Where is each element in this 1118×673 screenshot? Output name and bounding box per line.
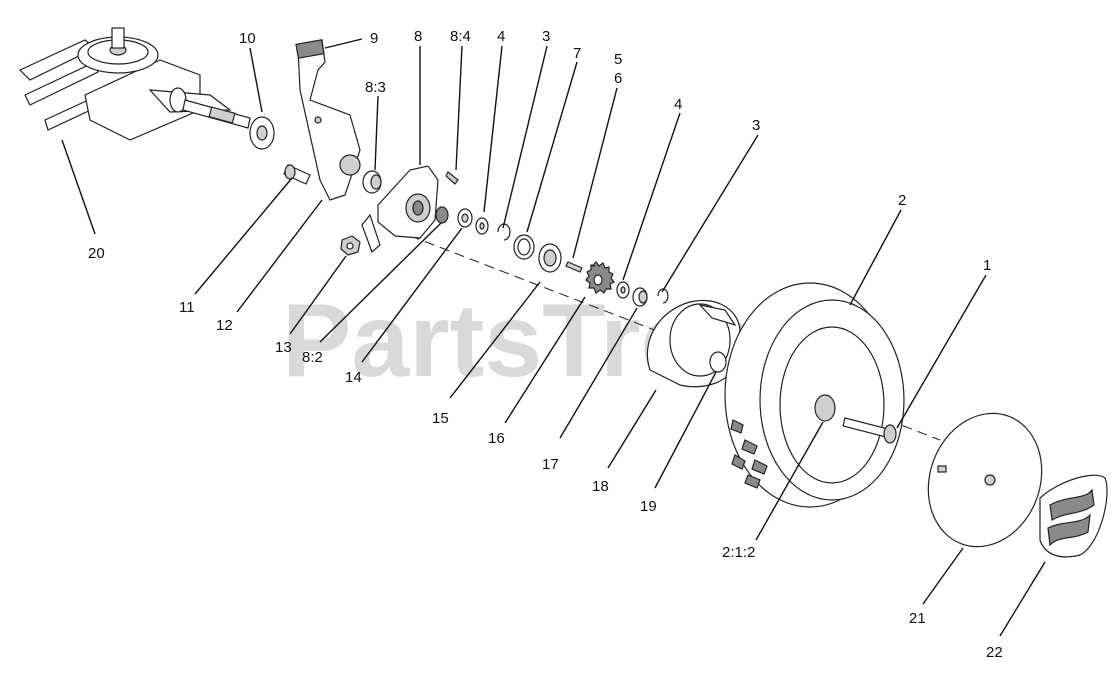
- part-2-wheel: [724, 282, 905, 508]
- part-14-washer: [457, 208, 473, 228]
- callout-6: 6: [614, 70, 622, 87]
- part-18-19-gear-cover: [646, 299, 741, 388]
- callout-1: 1: [983, 257, 991, 274]
- callout-20: 20: [88, 245, 105, 262]
- callout-16: 16: [488, 430, 505, 447]
- part-3-clip: [497, 223, 511, 241]
- callout-9: 9: [370, 30, 378, 47]
- callout-14: 14: [345, 369, 362, 386]
- part-4-washer-b: [616, 281, 630, 299]
- part-21-hubcap: [927, 412, 1043, 548]
- callout-18: 18: [592, 478, 609, 495]
- leader-lines: [61, 38, 1046, 637]
- callout-22: 22: [986, 644, 1003, 661]
- part-7-ring: [513, 234, 535, 260]
- callout-5: 5: [614, 51, 622, 68]
- part-3-clip-b: [657, 288, 669, 304]
- part-5-6-pin: [565, 261, 583, 273]
- part-8-height-adjuster: [361, 165, 439, 254]
- part-15-gear-cup: [538, 243, 562, 273]
- part-10-washer: [249, 116, 275, 150]
- callout-7: 7: [573, 45, 581, 62]
- callout-8: 8: [414, 28, 422, 45]
- callout-8-3: 8:3: [365, 79, 386, 96]
- part-4-washer: [475, 217, 489, 235]
- part-17-bushing: [632, 287, 648, 307]
- callout-4-lower: 4: [674, 96, 682, 113]
- callout-10: 10: [239, 30, 256, 47]
- callout-2-1-2: 2:1:2: [722, 544, 755, 561]
- part-20-transmission: [18, 27, 251, 141]
- part-9-12-height-bracket: [295, 39, 361, 201]
- callout-21: 21: [909, 610, 926, 627]
- callout-12: 12: [216, 317, 233, 334]
- callout-11: 11: [179, 299, 195, 316]
- callout-8-2: 8:2: [302, 349, 323, 366]
- part-11-bolt: [283, 164, 311, 185]
- callout-13: 13: [275, 339, 292, 356]
- part-8-2-bearing: [435, 206, 449, 224]
- callout-15: 15: [432, 410, 449, 427]
- callout-17: 17: [542, 456, 559, 473]
- part-22-hubcap-cover: [1039, 474, 1108, 558]
- part-8-4-screw: [445, 171, 459, 185]
- callout-19: 19: [640, 498, 657, 515]
- part-1-axle-bolt: [842, 417, 897, 444]
- callout-2: 2: [898, 192, 906, 209]
- callout-3-upper: 3: [542, 28, 550, 45]
- callout-3-lower: 3: [752, 117, 760, 134]
- callout-8-4: 8:4: [450, 28, 471, 45]
- part-16-pinion-gear: [585, 261, 615, 294]
- callout-4-upper: 4: [497, 28, 505, 45]
- callout-labels: 20 10 9 8 8:4 4 3 7 5 6 8:3 4 3 2 1 11 1…: [88, 28, 1003, 661]
- part-8-3-spacer: [362, 170, 382, 194]
- part-13-nut: [340, 235, 361, 256]
